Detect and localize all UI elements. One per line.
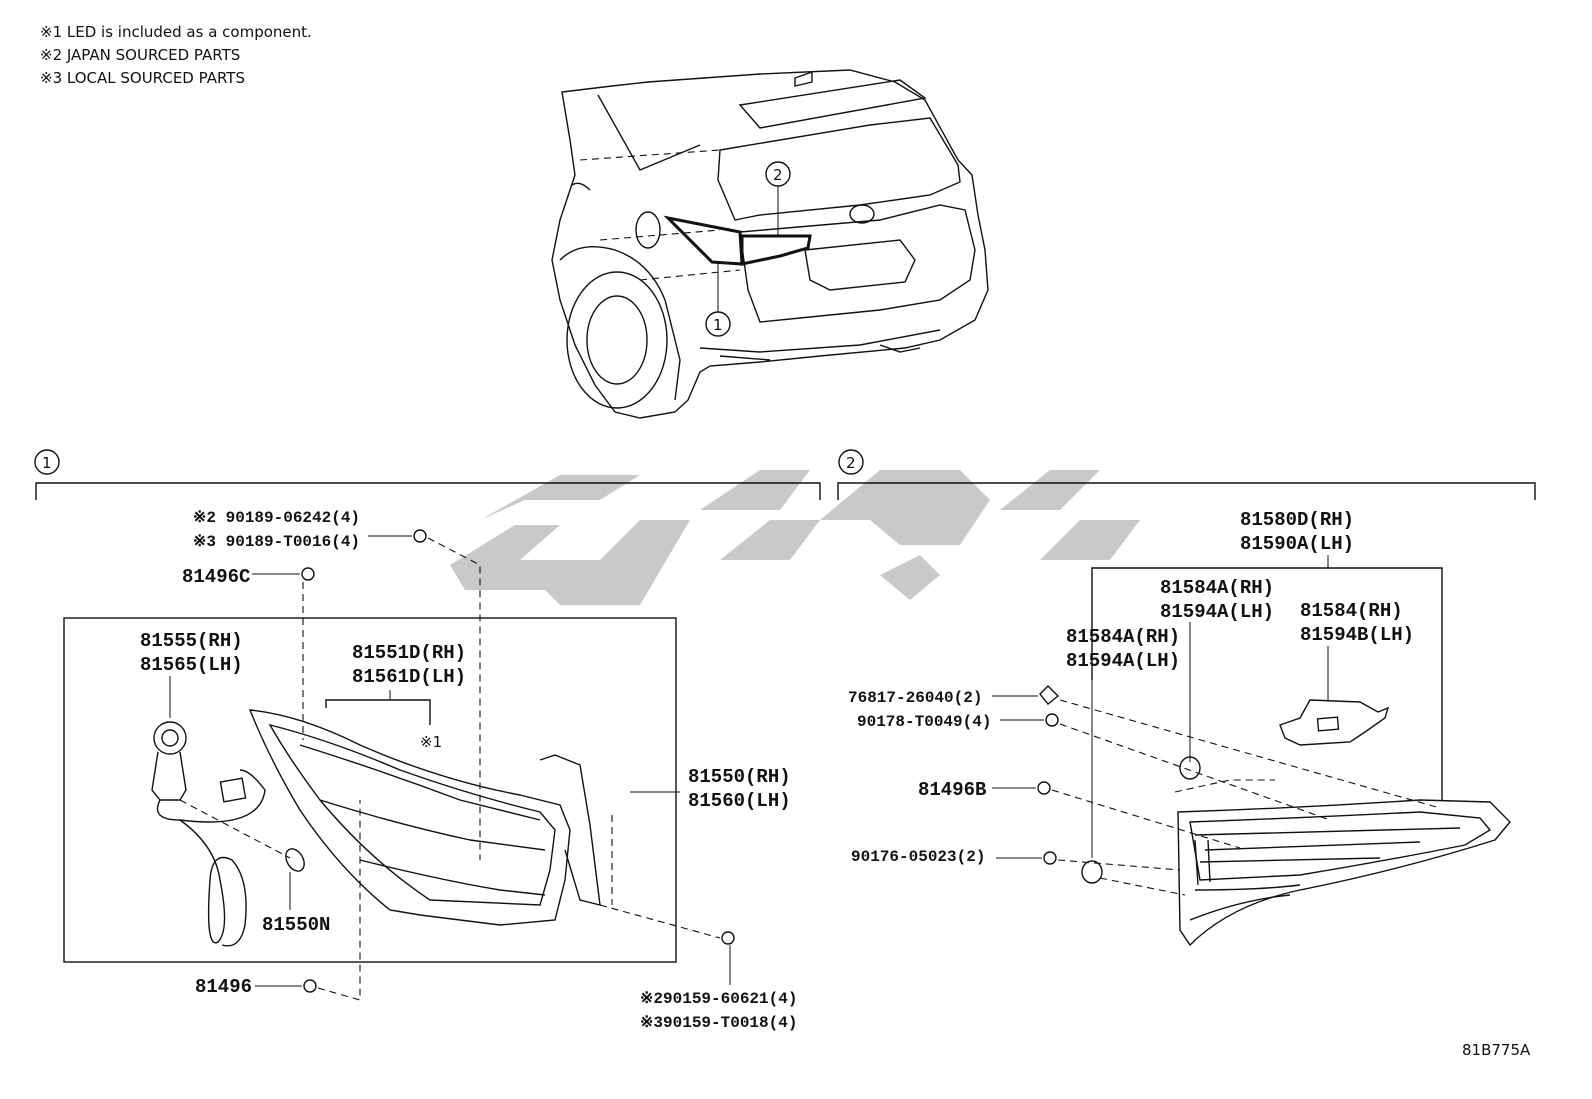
- group2-header: 2: [837, 449, 1536, 500]
- overview-callout-1: 1: [705, 262, 731, 337]
- label-nut-jp: ※2 90189-06242(4): [193, 509, 360, 527]
- label-socket-lh: 81565(LH): [140, 654, 243, 676]
- svg-text:2: 2: [846, 454, 856, 472]
- group1-labels: ※2 90189-06242(4) ※3 90189-T0016(4) 8149…: [140, 509, 797, 1032]
- label-assy-lh: 81590A(LH): [1240, 533, 1354, 555]
- label-screw-jp: ※290159-60621(4): [640, 990, 797, 1008]
- svg-text:2: 2: [773, 166, 783, 184]
- label-81496c: 81496C: [182, 566, 250, 588]
- label-nut-local: ※3 90189-T0016(4): [193, 533, 360, 551]
- label-81496b: 81496B: [918, 779, 986, 801]
- label-assy-rh: 81580D(RH): [1240, 509, 1354, 531]
- label-lens-lh: 81561D(LH): [352, 666, 466, 688]
- label-gasket-a-rh: 81584A(RH): [1160, 577, 1274, 599]
- svg-text:1: 1: [42, 454, 52, 472]
- note-2: ※2 JAPAN SOURCED PARTS: [40, 46, 240, 64]
- label-nut: 90178-T0049(4): [857, 713, 991, 731]
- label-led-note: ※1: [420, 733, 442, 751]
- label-bulb: 81550N: [262, 914, 330, 936]
- vehicle-illustration: [551, 69, 989, 419]
- label-81496: 81496: [195, 976, 252, 998]
- label-screw-local: ※390159-T0018(4): [640, 1014, 797, 1032]
- label-gasket-rh: 81584(RH): [1300, 600, 1403, 622]
- label-lens-rh: 81551D(RH): [352, 642, 466, 664]
- group2-drawing: [992, 555, 1511, 947]
- label-gasket-a2-rh: 81584A(RH): [1066, 626, 1180, 648]
- group2-labels: 81580D(RH) 81590A(LH) 81584A(RH) 81594A(…: [848, 509, 1414, 866]
- note-3: ※3 LOCAL SOURCED PARTS: [40, 69, 245, 87]
- label-screw: 90176-05023(2): [851, 848, 985, 866]
- label-gasket-a-lh: 81594A(LH): [1160, 601, 1274, 623]
- notes-block: ※1 LED is included as a component. ※2 JA…: [40, 23, 312, 87]
- label-gasket-b-lh: 81594B(LH): [1300, 624, 1414, 646]
- overview-callout-2: 2: [765, 161, 791, 236]
- label-clip: 76817-26040(2): [848, 689, 982, 707]
- svg-text:1: 1: [713, 316, 723, 334]
- group1-drawing: [63, 529, 735, 1001]
- label-socket-rh: 81555(RH): [140, 630, 243, 652]
- group1-header: 1: [34, 449, 821, 500]
- label-lamp-lh: 81560(LH): [688, 790, 791, 812]
- watermark-logo: [450, 470, 1140, 605]
- diagram-code: 81B775A: [1462, 1041, 1531, 1059]
- label-lamp-rh: 81550(RH): [688, 766, 791, 788]
- label-gasket-a2-lh: 81594A(LH): [1066, 650, 1180, 672]
- note-1: ※1 LED is included as a component.: [40, 23, 312, 41]
